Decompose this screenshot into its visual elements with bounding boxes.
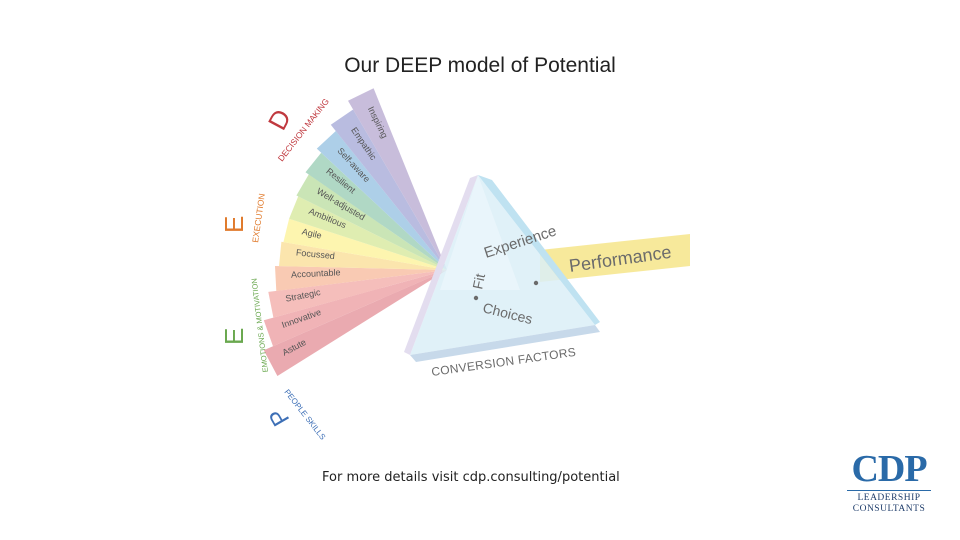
ray-ambitious xyxy=(289,196,447,270)
ray-label-accountable: Accountable xyxy=(291,267,341,279)
ray-label-agile: Agile xyxy=(301,226,323,240)
prism-dot xyxy=(473,295,479,301)
logo-line-2: CONSULTANTS xyxy=(852,504,926,514)
ray-focussed xyxy=(279,241,447,270)
slide-title: Our DEEP model of Potential xyxy=(344,54,616,77)
prism xyxy=(404,175,600,362)
ray-agile xyxy=(283,218,447,270)
logo-main-text: CDP xyxy=(851,448,927,490)
ray-empathic xyxy=(330,109,447,270)
category-letter-d: D xyxy=(262,104,297,135)
ray-well-adjusted xyxy=(296,174,447,270)
category-letter-e2: E xyxy=(219,328,249,345)
ray-resilient xyxy=(305,152,447,270)
ray-accountable xyxy=(275,266,447,291)
logo-divider xyxy=(847,490,931,491)
category-letter-e1: E xyxy=(219,216,249,233)
footer-link[interactable]: For more details visit cdp.consulting/po… xyxy=(322,470,620,485)
ray-label-focussed: Focussed xyxy=(296,247,336,261)
ray-astute xyxy=(263,270,447,376)
cdp-logo: CDP LEADERSHIP CONSULTANTS xyxy=(843,450,935,515)
prism-dot xyxy=(533,280,539,286)
ray-innovative xyxy=(263,270,447,347)
logo-line-1: LEADERSHIP xyxy=(857,493,921,503)
ray-inspiring xyxy=(348,88,447,270)
spectrum-rays: AstuteInnovativeStrategicAccountableFocu… xyxy=(263,88,447,376)
category-label-execution: EXECUTION xyxy=(250,193,267,244)
performance-beam xyxy=(540,234,690,282)
ray-strategic xyxy=(268,270,447,318)
ray-self-aware xyxy=(316,131,447,270)
prism-item-fit: Fit xyxy=(469,272,488,291)
category-letter-p: P xyxy=(264,403,295,430)
